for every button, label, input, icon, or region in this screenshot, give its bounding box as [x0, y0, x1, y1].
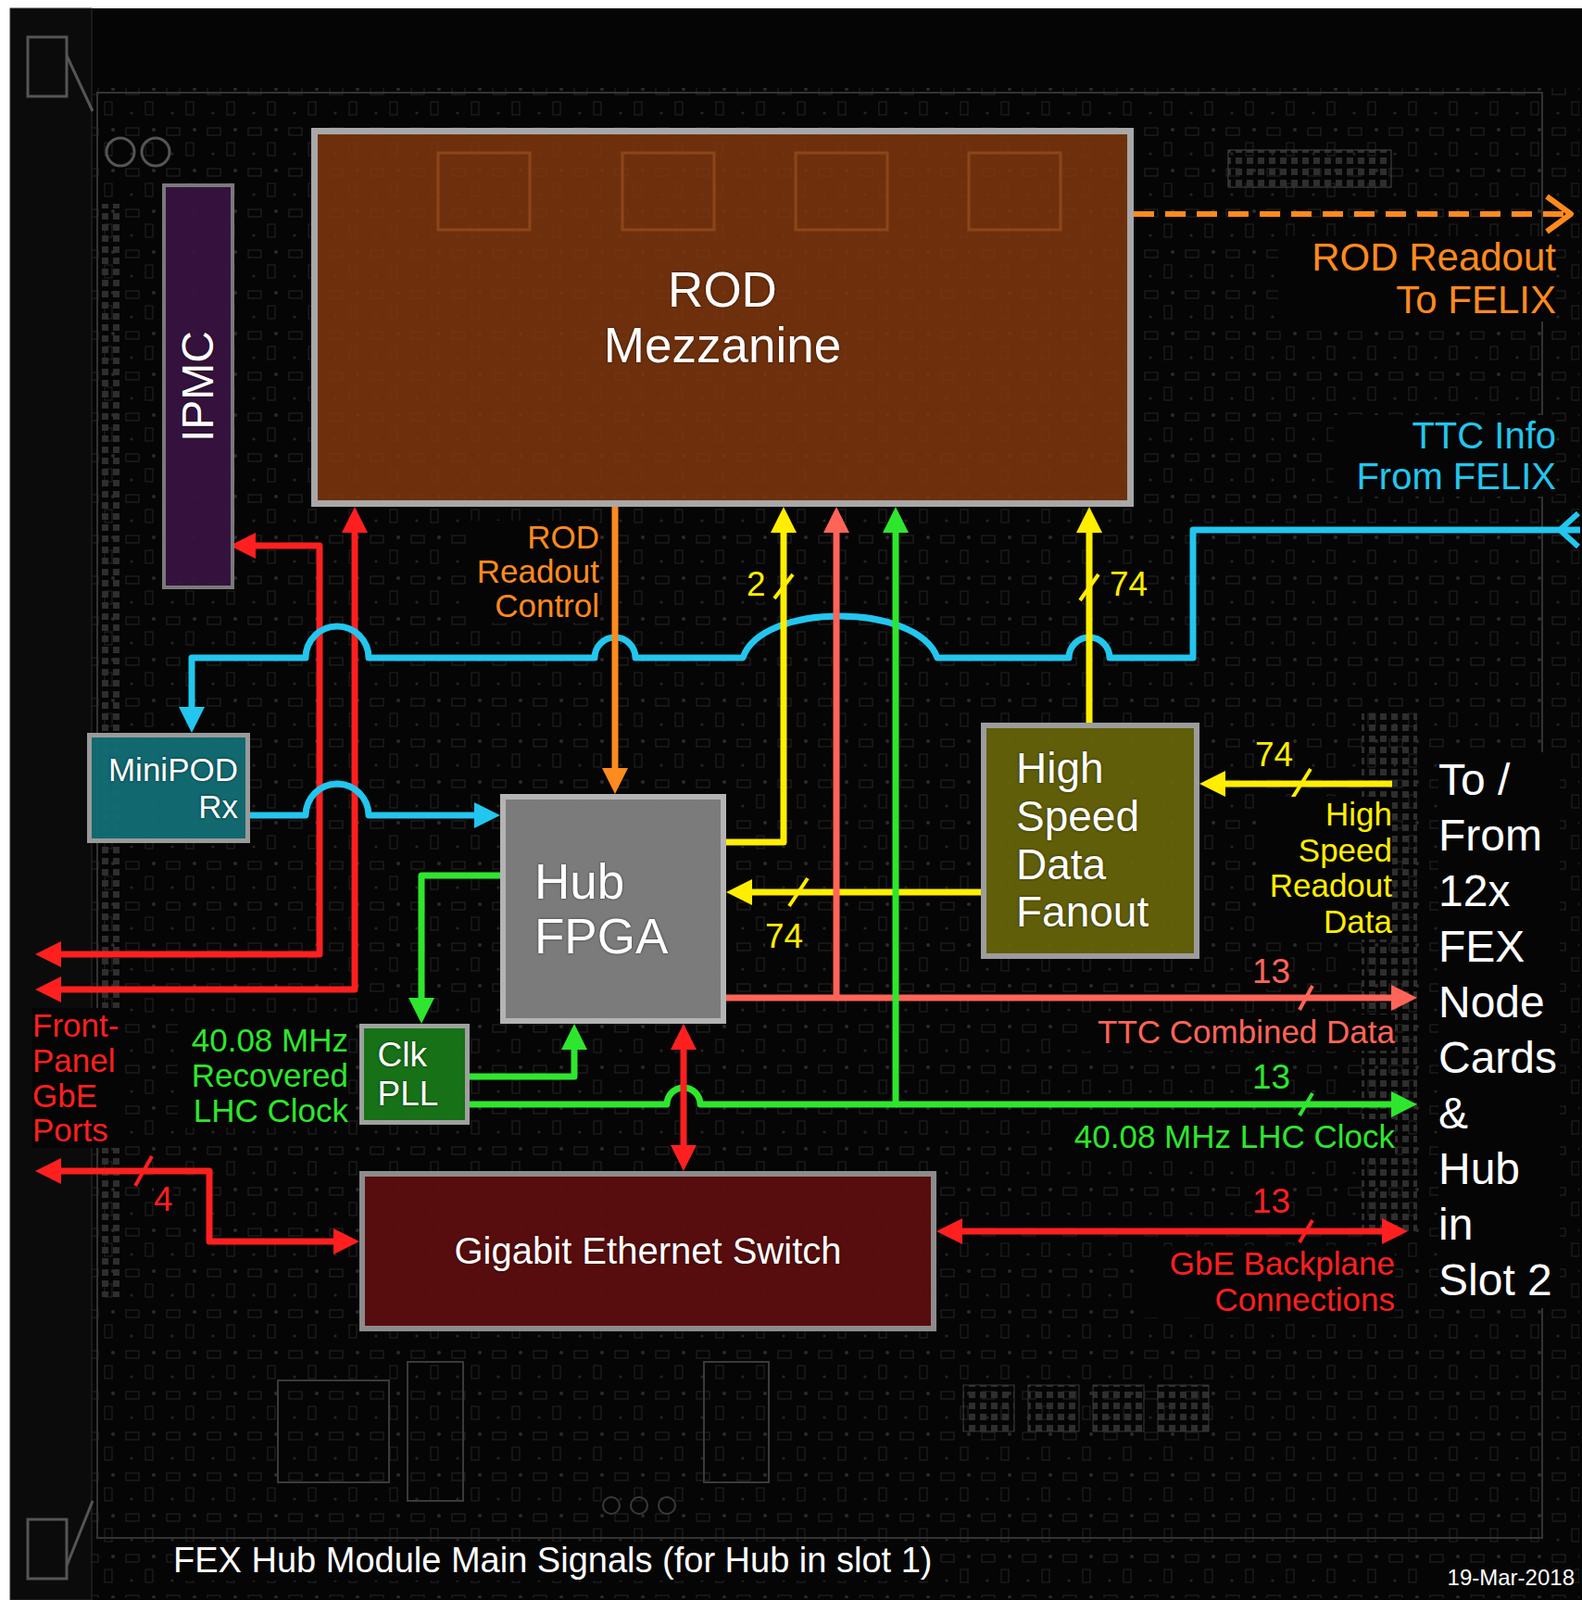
open-arrowhead — [1546, 196, 1571, 232]
connector-label: 74 — [765, 918, 804, 954]
ethernet-switch: Gigabit Ethernet Switch — [359, 1170, 937, 1331]
bus-slash — [135, 1155, 152, 1186]
test-point — [658, 1496, 676, 1514]
optical-receiver: MiniPOD Rx — [87, 732, 251, 843]
node-title: Gigabit Ethernet Switch — [454, 1230, 842, 1272]
clock-output-wire — [895, 1101, 1392, 1108]
ttc-input-wire — [191, 529, 1581, 707]
signal-name: TTC Combined Data — [1079, 1014, 1395, 1051]
signal-name: High Speed Readout Data — [1257, 796, 1393, 940]
signal-connector — [421, 875, 501, 998]
component-outline — [407, 1361, 464, 1501]
node-title: Hub FPGA — [534, 853, 692, 965]
image-margin — [0, 0, 1582, 9]
figure-caption: FEX Hub Module Main Signals (for Hub in … — [173, 1541, 932, 1581]
signal-name: 40.08 MHz Recovered LHC Clock — [177, 1022, 349, 1128]
date-stamp: 19-Mar-2018 — [1426, 1565, 1575, 1590]
node-title: IPMC — [173, 330, 224, 442]
front-panel — [10, 8, 92, 1600]
readout-input-wire — [1225, 780, 1393, 788]
signal-connector — [752, 889, 981, 896]
connector-label: 74 — [1109, 566, 1148, 602]
fpga-chip: Hub FPGA — [500, 793, 727, 1024]
connector-label: ROD Readout Control — [467, 520, 600, 623]
mezzanine-card: ROD Mezzanine — [311, 127, 1134, 507]
bus-width-number: 74 — [1255, 737, 1294, 772]
bus-width-number: 13 — [1252, 1059, 1291, 1094]
felix-readout-wire — [1133, 211, 1570, 217]
test-point — [630, 1496, 648, 1514]
open-arrowhead — [1559, 513, 1579, 547]
signal-name: GbE Backplane Connections — [1135, 1245, 1395, 1318]
front-gbe-wire — [61, 1170, 334, 1242]
header-connector — [1228, 150, 1392, 188]
bus-slash — [1299, 1092, 1313, 1116]
signal-connector — [726, 532, 784, 842]
offboard-signal-label: ROD Readout To FELIX — [1278, 236, 1557, 322]
signal-connector — [726, 532, 837, 998]
signal-name: 40.08 MHz LHC Clock — [1061, 1118, 1395, 1156]
pcb-texture — [92, 87, 1580, 1598]
port-label: Front-Panel GbE Ports — [32, 1007, 126, 1148]
connector-label: 2 — [746, 566, 766, 602]
controller-module: IPMC — [162, 183, 235, 590]
bus-slash — [1299, 1219, 1313, 1243]
bus-width-number: 4 — [153, 1181, 174, 1217]
node-title: ROD Mezzanine — [574, 262, 871, 373]
lemo-socket — [106, 138, 135, 166]
bus-width-number: 13 — [1252, 1183, 1291, 1218]
transformer-block — [963, 1384, 1015, 1432]
bus-width-number: 13 — [1252, 954, 1291, 989]
ipmc-gbe-wire — [61, 545, 320, 955]
signal-connector — [1086, 532, 1093, 723]
transformer-block — [1092, 1384, 1144, 1432]
bus-slash — [1299, 985, 1313, 1010]
offboard-signal-label: TTC Info From FELIX — [1333, 414, 1557, 497]
panel-handle — [27, 1519, 67, 1579]
fanout-chip: High Speed Data Fanout — [980, 722, 1200, 959]
node-title: MiniPOD Rx — [99, 751, 239, 824]
transformer-block — [1028, 1384, 1080, 1432]
bus-slash — [1292, 768, 1311, 799]
backplane-gbe-wire — [962, 1228, 1382, 1235]
node-title: High Speed Data Fanout — [1016, 744, 1165, 936]
panel-handle — [27, 37, 67, 97]
component-outline — [277, 1380, 390, 1482]
signal-connector — [680, 1049, 688, 1145]
component-outline — [703, 1361, 769, 1482]
test-point — [602, 1496, 620, 1514]
signal-connector — [250, 783, 475, 816]
signal-connector — [612, 506, 619, 768]
rod-gbe-wire — [61, 532, 355, 990]
signal-connector — [469, 1049, 575, 1077]
transformer-block — [1157, 1384, 1209, 1432]
image-margin — [0, 0, 11, 1600]
destination-label: To / From 12x FEX Node Cards & Hub in Sl… — [1438, 752, 1560, 1308]
lemo-socket — [141, 138, 170, 166]
node-title: Clk PLL — [377, 1035, 452, 1113]
clock-pll: Clk PLL — [359, 1023, 470, 1125]
